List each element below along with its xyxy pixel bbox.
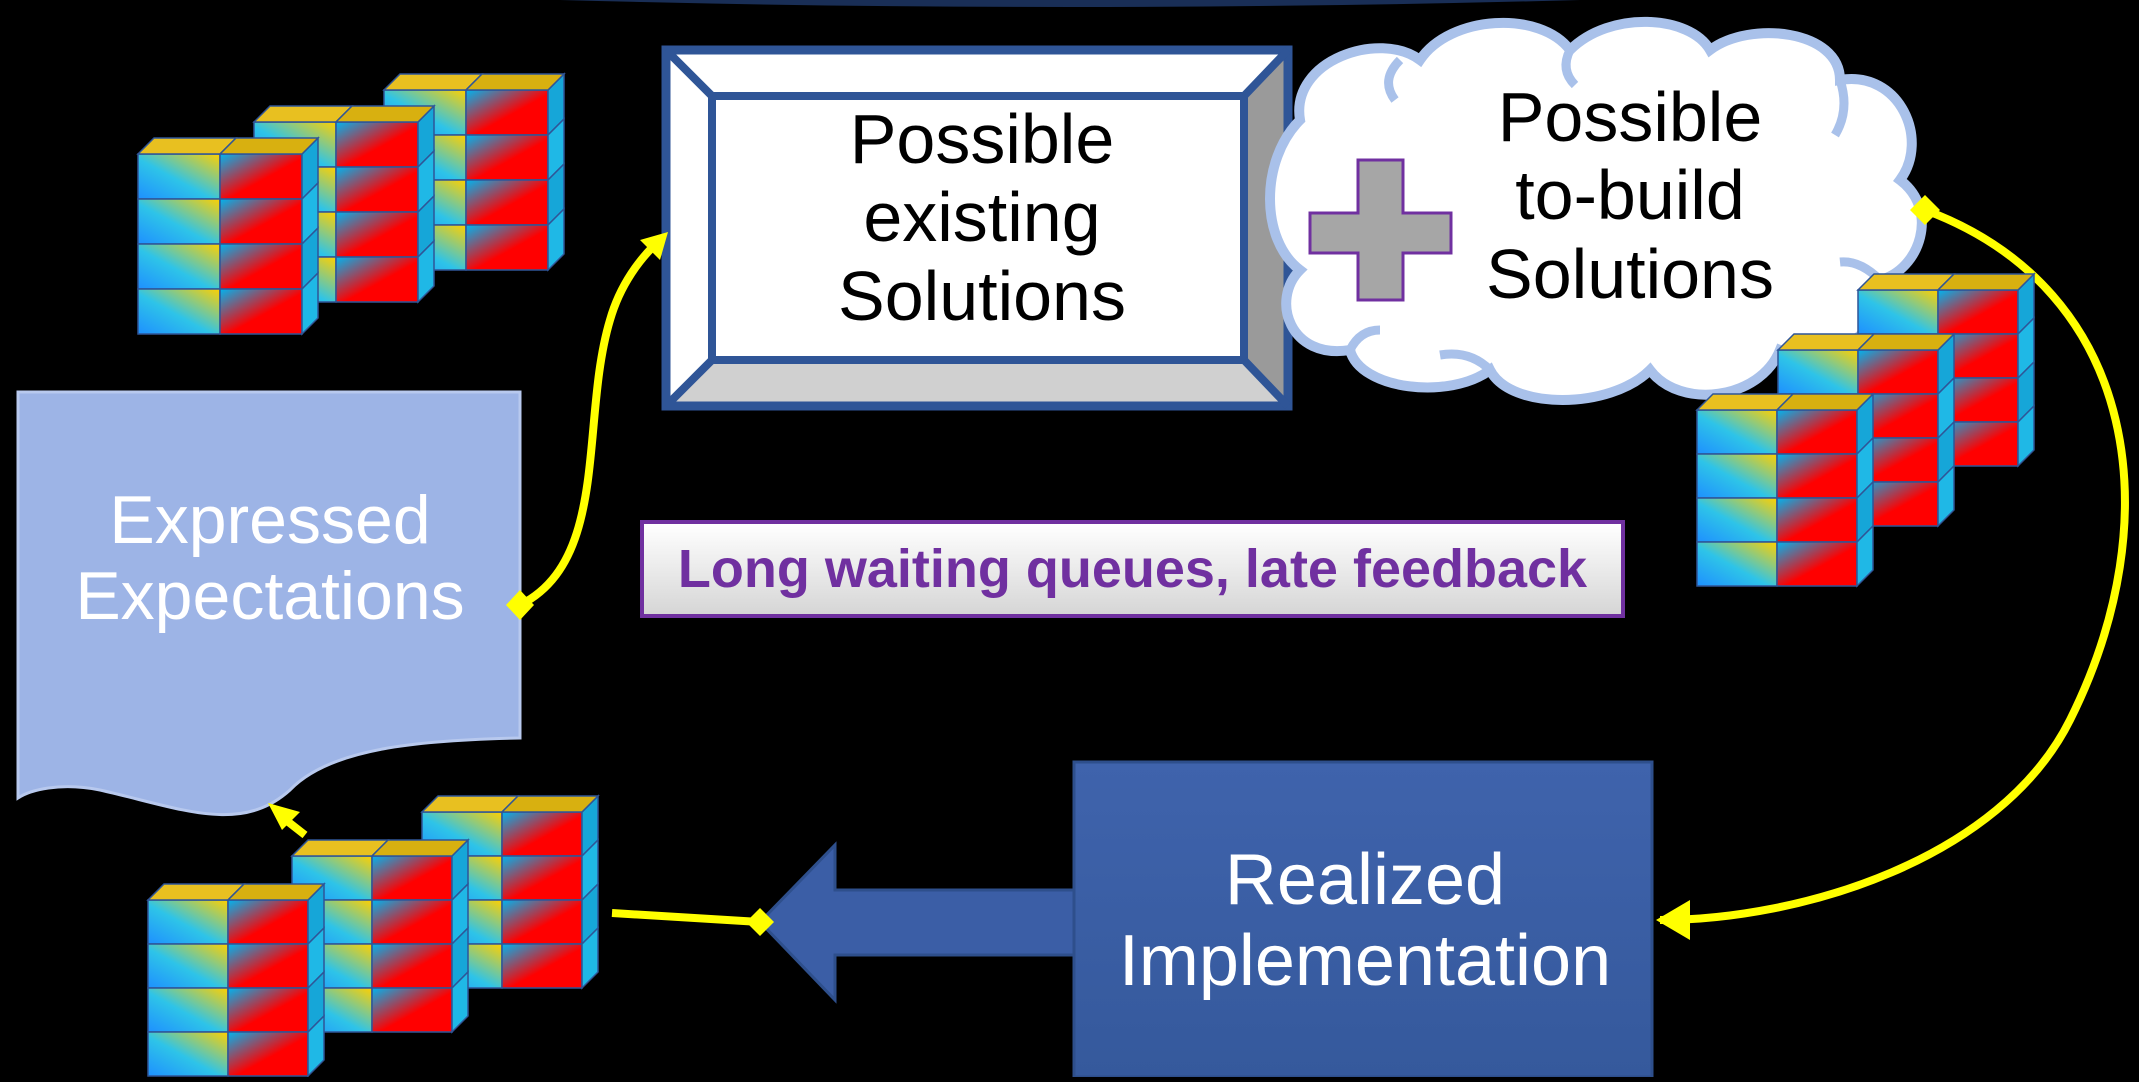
cube-stack-right-front xyxy=(1695,392,1875,588)
cube-face xyxy=(335,166,419,213)
implementation-arrow xyxy=(757,841,1076,1004)
cube-top xyxy=(382,73,484,91)
cube-face xyxy=(465,179,549,226)
cube-face xyxy=(371,943,453,989)
cube-side xyxy=(581,926,599,990)
cube-stack-top-left-front xyxy=(136,136,320,336)
cube-side xyxy=(307,1014,325,1078)
cube-face xyxy=(219,153,303,200)
cube-face xyxy=(219,198,303,245)
cube-top xyxy=(1775,393,1875,411)
cube-top xyxy=(334,105,436,123)
cube-face xyxy=(219,288,303,335)
waiting-queues-banner: Long waiting queues, late feedback xyxy=(640,520,1625,618)
cube-face xyxy=(1857,349,1939,395)
cube-face xyxy=(465,89,549,136)
cube-face xyxy=(227,899,309,945)
diamond-expectations xyxy=(506,590,534,620)
cube-face xyxy=(147,987,229,1033)
top-edge-shape xyxy=(560,0,1580,7)
plus-icon xyxy=(1308,158,1453,302)
cube-top xyxy=(500,795,600,813)
arrow-head-existing xyxy=(640,232,668,260)
cube-face xyxy=(501,943,583,989)
cube-face xyxy=(1696,541,1778,587)
cube-top xyxy=(136,137,238,155)
cube-face xyxy=(227,1031,309,1077)
cube-face xyxy=(335,121,419,168)
cube-face xyxy=(1857,289,1939,335)
arrow-arrow-to-blocks xyxy=(611,909,761,926)
cube-side xyxy=(451,970,469,1034)
cube-face xyxy=(147,899,229,945)
cube-face xyxy=(1696,497,1778,543)
cube-face xyxy=(371,855,453,901)
arrow-cloud-to-implementation xyxy=(1659,206,2129,924)
cube-top xyxy=(1856,333,1956,351)
cube-face xyxy=(1777,349,1859,395)
cube-side xyxy=(417,239,435,304)
cube-face xyxy=(227,943,309,989)
cube-face xyxy=(465,224,549,271)
cube-top xyxy=(464,73,566,91)
cube-face xyxy=(147,943,229,989)
cube-face xyxy=(137,243,221,290)
arrow-heads xyxy=(268,195,1940,940)
expressed-expectations-label: Expressed Expectations xyxy=(75,482,465,635)
cube-side xyxy=(1937,464,1955,528)
cube-face xyxy=(137,198,221,245)
cube-side xyxy=(1856,524,1874,588)
arrow-head-expectations xyxy=(268,803,300,830)
cube-face xyxy=(1776,497,1858,543)
cube-face xyxy=(1776,453,1858,499)
implementation-box xyxy=(1072,760,1654,1079)
arrow-head-implementation xyxy=(1656,900,1690,940)
cube-face xyxy=(227,987,309,1033)
to-build-solutions-label: Possible to-build Solutions xyxy=(1486,78,1774,313)
cube-face xyxy=(137,288,221,335)
diamond-cloud xyxy=(1910,195,1940,225)
expectations-document-shape xyxy=(16,390,522,817)
cube-face xyxy=(335,211,419,258)
cube-side xyxy=(2017,404,2035,468)
cube-top xyxy=(218,137,320,155)
cube-face xyxy=(1696,409,1778,455)
cube-face xyxy=(1776,541,1858,587)
cube-face xyxy=(371,987,453,1033)
diamond-arrow xyxy=(746,908,774,936)
cube-face xyxy=(219,243,303,290)
cube-side xyxy=(301,271,319,336)
cube-face xyxy=(147,1031,229,1077)
cube-side xyxy=(547,207,565,272)
cube-stack-bottom-left-front xyxy=(146,882,326,1078)
cube-face xyxy=(501,855,583,901)
cube-top xyxy=(252,105,354,123)
cube-face xyxy=(371,899,453,945)
cube-top xyxy=(1936,273,2036,291)
feedback-arrows xyxy=(279,206,2129,926)
waiting-queues-text: Long waiting queues, late feedback xyxy=(677,539,1588,599)
cube-face xyxy=(1696,453,1778,499)
cube-stacks xyxy=(136,72,2036,1078)
cube-face xyxy=(1776,409,1858,455)
cube-top xyxy=(370,839,470,857)
cube-face xyxy=(501,899,583,945)
cube-face xyxy=(1937,289,2019,335)
realized-implementation-label: Realized Implementation xyxy=(1118,840,1612,1001)
arrow-expectations-to-existing xyxy=(518,237,663,609)
cube-top xyxy=(226,883,326,901)
cube-face xyxy=(137,153,221,200)
cube-face xyxy=(335,256,419,303)
cube-face xyxy=(465,134,549,181)
existing-solutions-label: Possible existing Solutions xyxy=(838,100,1126,335)
cube-face xyxy=(501,811,583,857)
